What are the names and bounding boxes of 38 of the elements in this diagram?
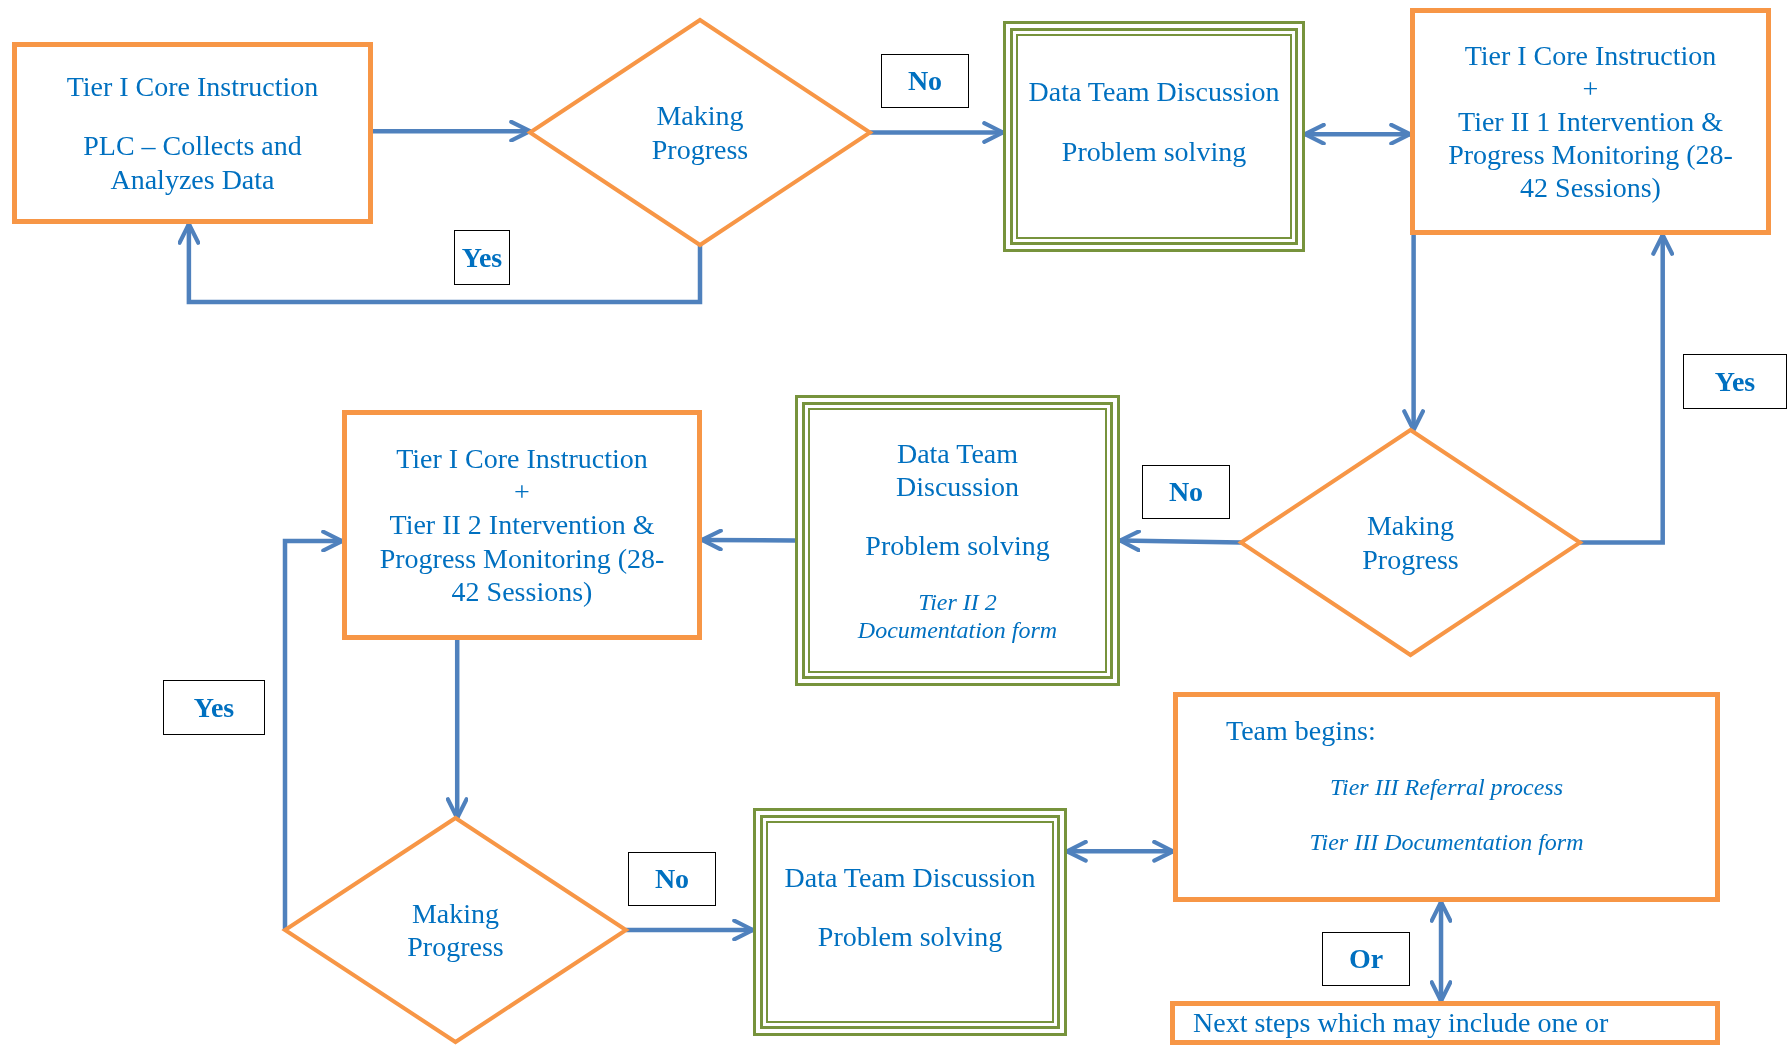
arrow	[373, 119, 533, 143]
edge-label: Yes	[1683, 354, 1787, 409]
discussion-box	[795, 395, 1120, 686]
node-text: +	[514, 475, 530, 509]
node-text: Data Team Discussion	[1028, 75, 1280, 109]
process-box	[1410, 8, 1771, 235]
edge-label: Yes	[454, 230, 510, 285]
process-box	[1170, 1001, 1720, 1045]
edge-label: Or	[1322, 932, 1410, 986]
edge-label: No	[881, 54, 969, 108]
node-text: Tier I Core Instruction	[66, 70, 319, 104]
arrow	[445, 640, 469, 821]
node-text: Problem solving	[865, 528, 1050, 562]
node-text: +	[1582, 71, 1599, 105]
discussion-box	[1003, 21, 1305, 252]
node-text: Tier III Documentation form	[1309, 827, 1584, 856]
node-text: Problem solving	[1061, 134, 1247, 168]
node-text: PLC – Collects and Analyzes Data	[82, 129, 303, 196]
node-text: Tier I Core Instruction	[396, 442, 648, 476]
node-text: Tier II 2 Documentation form	[856, 587, 1059, 645]
node-text: Problem solving	[817, 920, 1003, 954]
process-box	[342, 410, 702, 640]
process-box	[12, 42, 373, 224]
node-text: Tier I Core Instruction	[1464, 38, 1717, 72]
node-text: Tier II 1 Intervention & Progress Monitoring (28-42 Sessions)	[1447, 105, 1734, 205]
edge-label: No	[1142, 465, 1230, 519]
node-text: Data Team Discussion	[784, 860, 1036, 894]
node-text: Making Progress	[406, 896, 505, 964]
arrow	[1402, 235, 1426, 433]
discussion-box	[753, 808, 1067, 1036]
edge-label: Yes	[163, 680, 265, 735]
edge-label: No	[628, 852, 716, 906]
process-box	[1173, 692, 1720, 902]
node-text: Tier II 2 Intervention & Progress Monitoring (28-42 Sessions)	[378, 508, 666, 608]
node-text: Team begins:	[1226, 714, 1376, 748]
node-text: Data Team Discussion	[895, 436, 1020, 503]
node-text: Next steps which may include one or	[1193, 1006, 1609, 1040]
node-text: Tier III Referral process	[1329, 773, 1564, 802]
